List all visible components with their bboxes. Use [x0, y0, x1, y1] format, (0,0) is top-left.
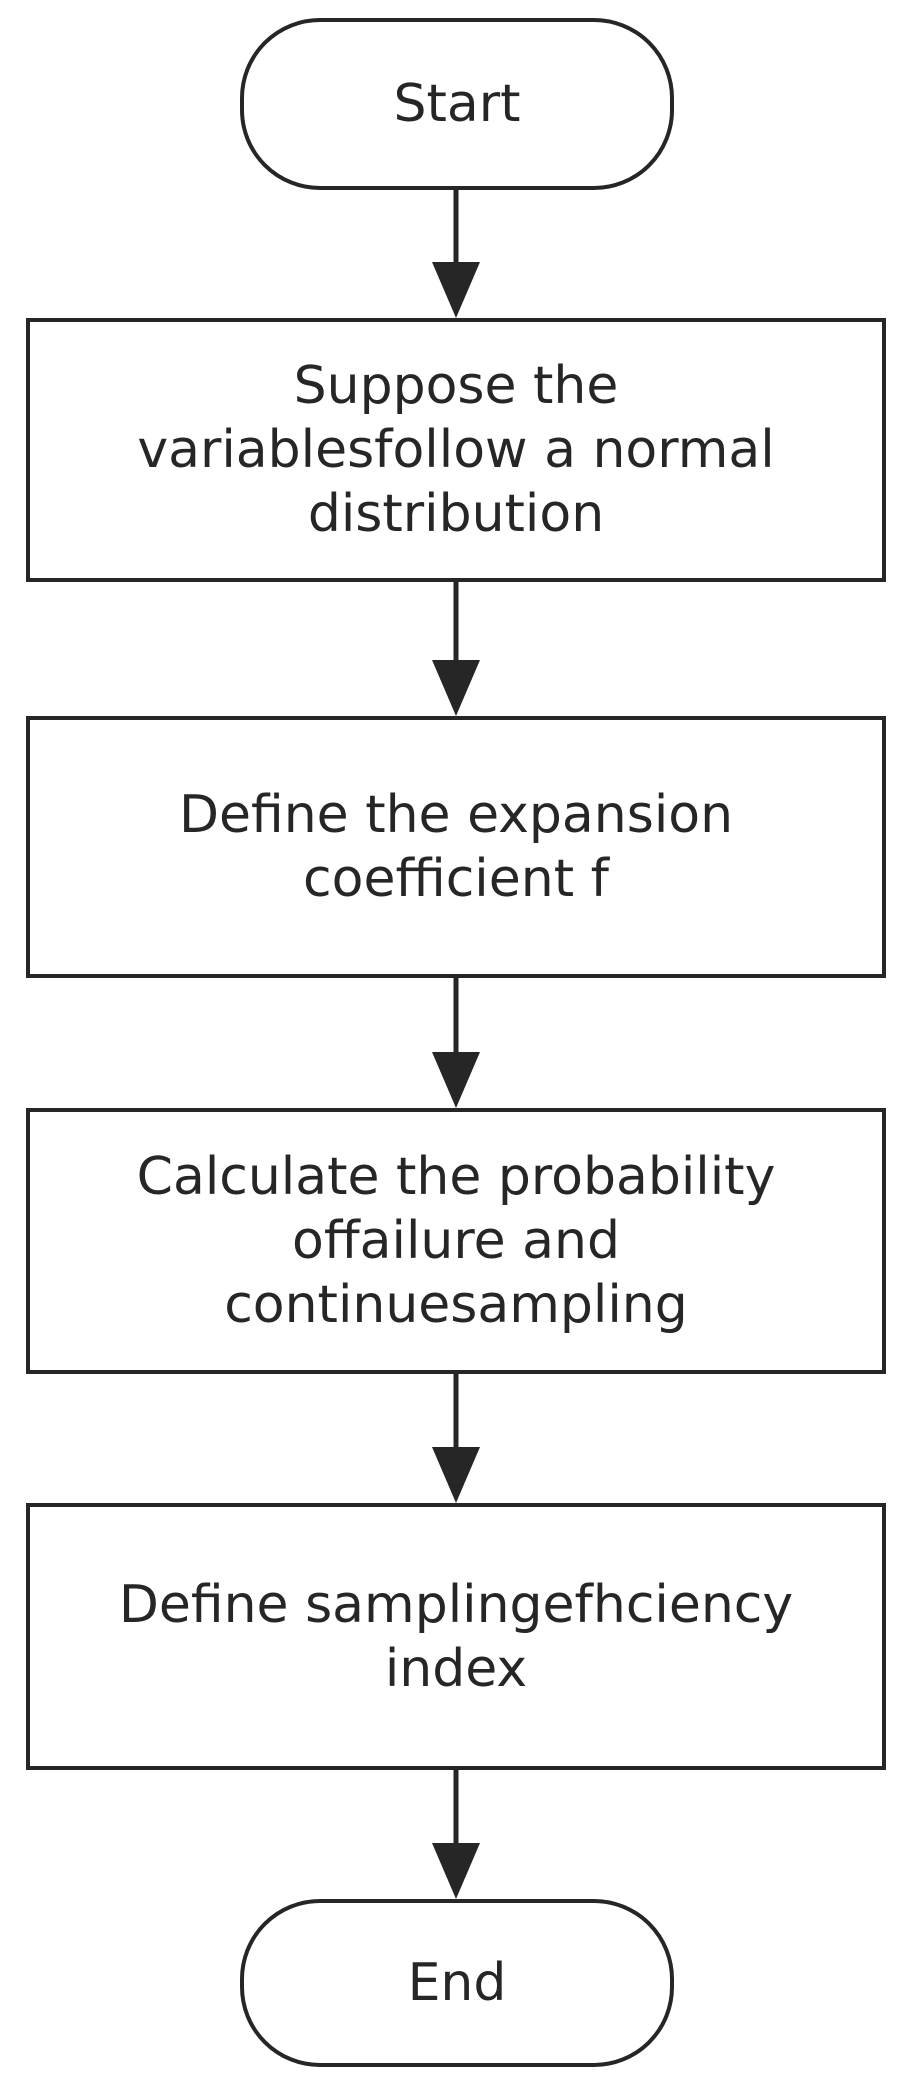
end-label: End — [407, 1953, 507, 2013]
process-define-expansion-line-2: coefficient f — [303, 849, 609, 909]
start-label: Start — [393, 74, 521, 134]
process-define-sampling-efficiency: Define samplingefhciency index — [26, 1503, 886, 1770]
arrow-step2-to-step3 — [432, 978, 480, 1108]
arrow-step3-to-step4 — [432, 1374, 480, 1503]
arrow-start-to-step1 — [432, 188, 480, 318]
process-calculate-line-2: offailure and — [292, 1211, 620, 1271]
process-suppose-line-1: Suppose the — [293, 356, 619, 416]
end-terminal: End — [240, 1899, 674, 2067]
process-define-sampling-line-1: Define samplingefhciency — [118, 1574, 794, 1635]
process-suppose-line-2: variablesfollow a normal — [137, 420, 775, 480]
process-define-expansion-line-1: Define the expansion — [178, 785, 734, 845]
process-suppose-line-3: distribution — [307, 484, 605, 544]
start-terminal: Start — [240, 18, 674, 190]
process-calculate-line-1: Calculate the probability — [136, 1147, 776, 1207]
process-suppose-normal-distribution-text: Suppose the variablesfollow a normal dis… — [137, 354, 774, 546]
process-define-expansion-text: Define the expansion coefficient f — [179, 783, 733, 911]
process-define-sampling-line-2: index — [384, 1638, 528, 1699]
arrow-step1-to-step2 — [432, 582, 480, 716]
process-define-expansion-coefficient: Define the expansion coefficient f — [26, 716, 886, 978]
process-define-sampling-text: Define samplingefhciency index — [119, 1573, 793, 1701]
process-calculate-probability: Calculate the probability offailure and … — [26, 1108, 886, 1374]
process-suppose-normal-distribution: Suppose the variablesfollow a normal dis… — [26, 318, 886, 582]
process-calculate-probability-text: Calculate the probability offailure and … — [137, 1145, 776, 1337]
process-calculate-line-3: continuesampling — [224, 1275, 688, 1335]
arrow-step4-to-end — [432, 1770, 480, 1899]
